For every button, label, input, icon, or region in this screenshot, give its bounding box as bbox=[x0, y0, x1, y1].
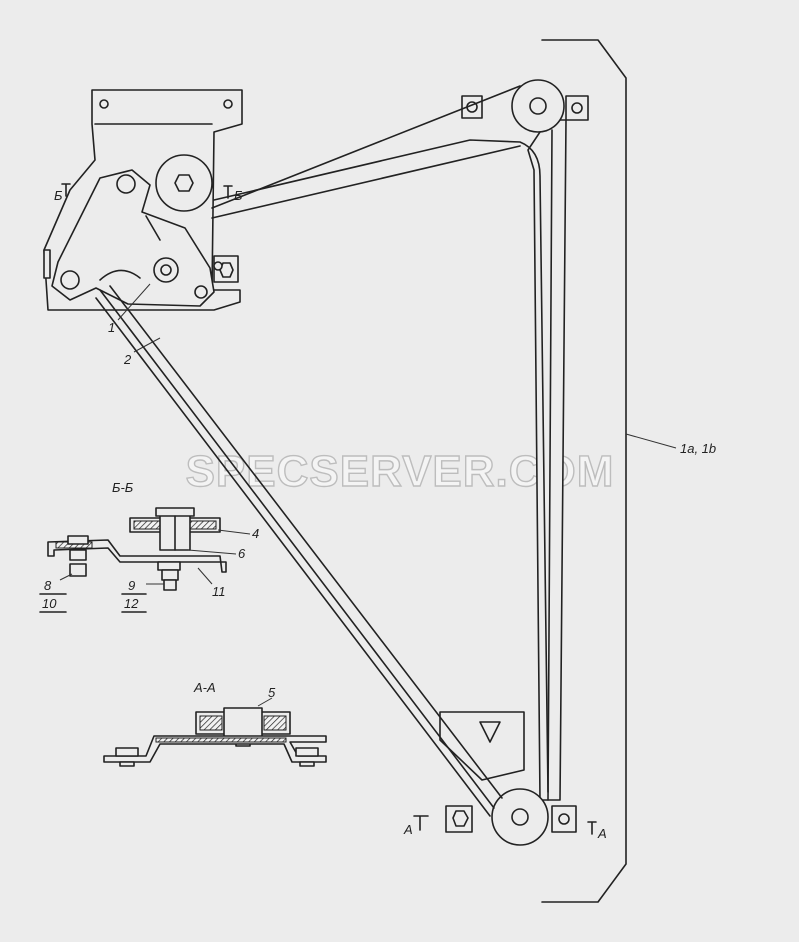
section-aa-view: А-А 5 bbox=[103, 680, 327, 767]
callout-4: 4 bbox=[252, 526, 259, 541]
section-bb-view: Б-Б 4 6 11 8 10 9 12 bbox=[39, 480, 259, 613]
upper-mount-pulley bbox=[155, 154, 213, 212]
callout-1: 1 bbox=[108, 320, 115, 335]
callout-6: 6 bbox=[238, 546, 246, 561]
section-bb-title: Б-Б bbox=[112, 480, 134, 495]
section-mark-bb-right: Б bbox=[234, 188, 243, 203]
callout-11: 11 bbox=[212, 584, 226, 599]
callout-12: 12 bbox=[124, 596, 139, 611]
section-mark-bb-left: Б bbox=[54, 188, 63, 203]
callout-8: 8 bbox=[44, 578, 52, 593]
section-aa-title: А-А bbox=[193, 680, 216, 695]
main-callouts: 1 2 bbox=[108, 283, 161, 367]
guide-frame bbox=[439, 79, 589, 846]
callout-5: 5 bbox=[268, 685, 276, 700]
callout-10: 10 bbox=[42, 596, 57, 611]
section-marks: Б Б А А bbox=[54, 183, 607, 841]
cables bbox=[95, 85, 549, 817]
assembly-bracket: 1а, 1b bbox=[541, 39, 716, 903]
assembly-callout: 1а, 1b bbox=[680, 441, 716, 456]
callout-2: 2 bbox=[123, 352, 132, 367]
gear-housing bbox=[51, 169, 223, 307]
callout-9: 9 bbox=[128, 578, 135, 593]
section-mark-aa-left: А bbox=[403, 822, 413, 837]
section-mark-aa-right: А bbox=[597, 826, 607, 841]
